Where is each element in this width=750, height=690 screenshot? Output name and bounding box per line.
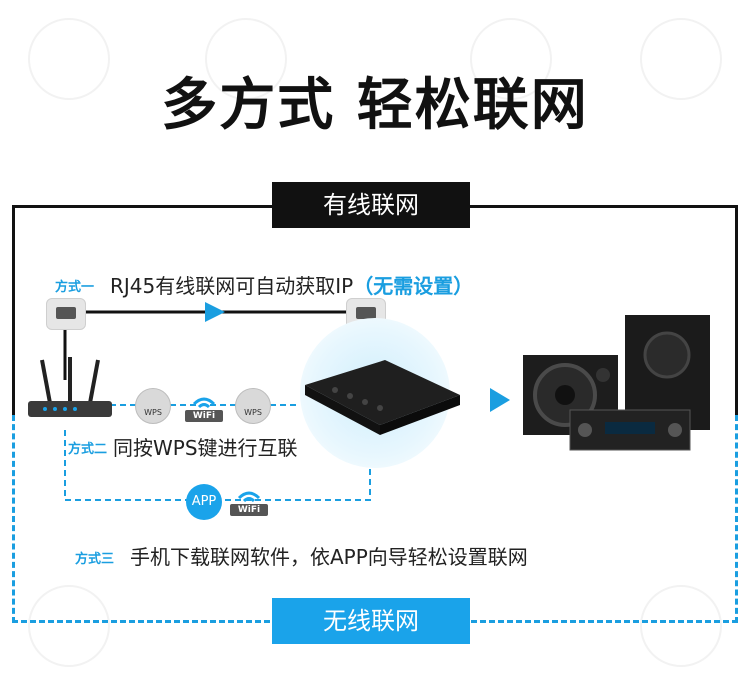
wps-button-icon: WPS bbox=[135, 388, 171, 424]
rj45-port-icon bbox=[46, 298, 86, 330]
method1-label: 方式一 bbox=[55, 280, 95, 295]
method3-label: 方式三 bbox=[75, 552, 115, 567]
method2-text: 同按WPS键进行互联 bbox=[113, 436, 298, 460]
wps-button-icon: WPS bbox=[235, 388, 271, 424]
method1-note: （无需设置） bbox=[353, 274, 474, 298]
watermark-logo bbox=[205, 18, 287, 100]
wifi-icon: WiFi bbox=[230, 484, 268, 516]
method1-main: RJ45有线联网可自动获取IP bbox=[110, 274, 354, 298]
page-title: 多方式 轻松联网 bbox=[161, 73, 589, 138]
wps-label: WPS bbox=[144, 408, 162, 417]
speaker-system-image bbox=[523, 315, 710, 451]
method2-label: 方式二 bbox=[68, 442, 108, 457]
streamer-device-icon bbox=[305, 360, 460, 435]
router-icon bbox=[28, 357, 112, 417]
watermark-logo bbox=[640, 18, 722, 100]
app-icon: APP bbox=[186, 484, 222, 520]
wifi-icon: WiFi bbox=[185, 390, 223, 422]
tab-wireless: 无线联网 bbox=[272, 598, 470, 644]
wps-label: WPS bbox=[244, 408, 262, 417]
wifi-label: WiFi bbox=[230, 504, 268, 516]
watermark-logo bbox=[470, 18, 552, 100]
watermark-logo bbox=[28, 18, 110, 100]
wifi-label: WiFi bbox=[185, 410, 223, 422]
method1-text: RJ45有线联网可自动获取IP（无需设置） bbox=[110, 270, 473, 299]
tab-wired: 有线联网 bbox=[272, 182, 470, 228]
watermark-logo bbox=[640, 585, 722, 667]
method3-text: 手机下载联网软件，依APP向导轻松设置联网 bbox=[130, 545, 528, 569]
watermark-logo bbox=[28, 585, 110, 667]
